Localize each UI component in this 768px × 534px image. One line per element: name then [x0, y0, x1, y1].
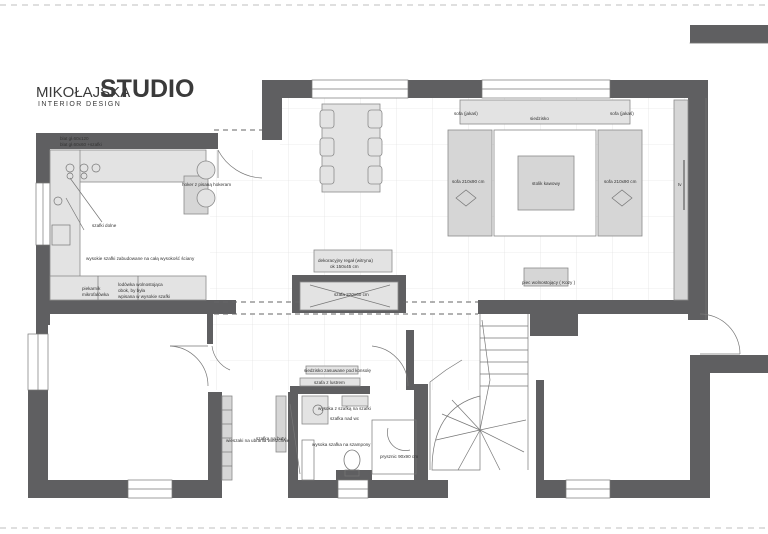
- living-room: [299, 99, 689, 311]
- label-armchair-left: sofa (jakaś): [454, 111, 478, 116]
- label-shower: prysznic 90x90 cm: [380, 454, 418, 459]
- walls: [28, 25, 768, 498]
- label-washer: szafka na buty: [256, 436, 286, 441]
- kitchen: [49, 149, 216, 301]
- label-tv: tv: [678, 182, 682, 187]
- label-fridge-note3: wpisana w wysokie szafki: [118, 294, 170, 299]
- label-bath-cabinet: wysoka z szafką na szafki: [318, 406, 371, 411]
- logo-name-text: MIKOŁAJSKA: [36, 84, 130, 101]
- label-hall-shoes: szafa z lustrem: [314, 380, 345, 385]
- label-bath-niche: szafka nad wc: [330, 416, 360, 421]
- label-fridge-note: lodówka wolnostojąca: [118, 282, 163, 287]
- hall-floor: [210, 315, 480, 390]
- label-hall-bench: siedzisko zasuwane pod konsolę: [304, 368, 371, 373]
- label-sofa-right: sofa 210x90 cm: [604, 179, 637, 184]
- windows: [27, 42, 768, 499]
- label-blat-top2: blat gł.60x60 +szafki: [60, 142, 102, 147]
- dining-table: [319, 103, 383, 193]
- label-decor-shelf: dekoracyjny regał (witryna): [318, 258, 373, 263]
- label-microwave: mikrofalówka: [82, 292, 109, 297]
- label-bench: siedzisko: [530, 116, 549, 121]
- staircase: [429, 314, 529, 471]
- dashed-lines: [214, 129, 478, 315]
- label-coffee-table: stolik kawowy: [532, 181, 561, 186]
- room-labels: blat gł.60x120 blat gł.60x60 +szafki hok…: [60, 111, 682, 459]
- label-fireplace: szafa 220x60 cm: [334, 292, 369, 297]
- label-bath-tall: wysoka szafka na szampony: [312, 442, 371, 447]
- doors: [169, 149, 741, 475]
- kitchen-floor: [210, 150, 282, 300]
- label-decor-shelf-dim: ok 150x45 cm: [330, 264, 359, 269]
- label-blat-top: blat gł.60x120: [60, 136, 89, 141]
- label-tall-cabinets: wysokie szafki zabudowane na całą wysoko…: [86, 256, 195, 261]
- label-wardrobe: wieszaki na ubrania wierzchnie: [226, 438, 290, 443]
- label-armchair-right: sofa (jakaś): [610, 111, 634, 116]
- label-sofa-left: sofa 210x90 cm: [452, 179, 485, 184]
- logo-studio-text: STUDIO: [100, 75, 194, 103]
- hall-and-bath: [221, 365, 417, 481]
- label-oven: piekarnik: [82, 286, 101, 291]
- logo-tagline-text: INTERIOR DESIGN: [38, 101, 121, 108]
- label-free-chair: piec wolnostojący ( Kozy ): [522, 280, 576, 285]
- label-bar-stools: hoker z pisaną hokeram: [182, 182, 231, 187]
- label-fridge-note2: obok, by była: [118, 288, 146, 293]
- label-sideboard: szafki dolne: [92, 223, 117, 228]
- studio-logo: MIKOŁAJSKA STUDIO INTERIOR DESIGN: [36, 75, 194, 108]
